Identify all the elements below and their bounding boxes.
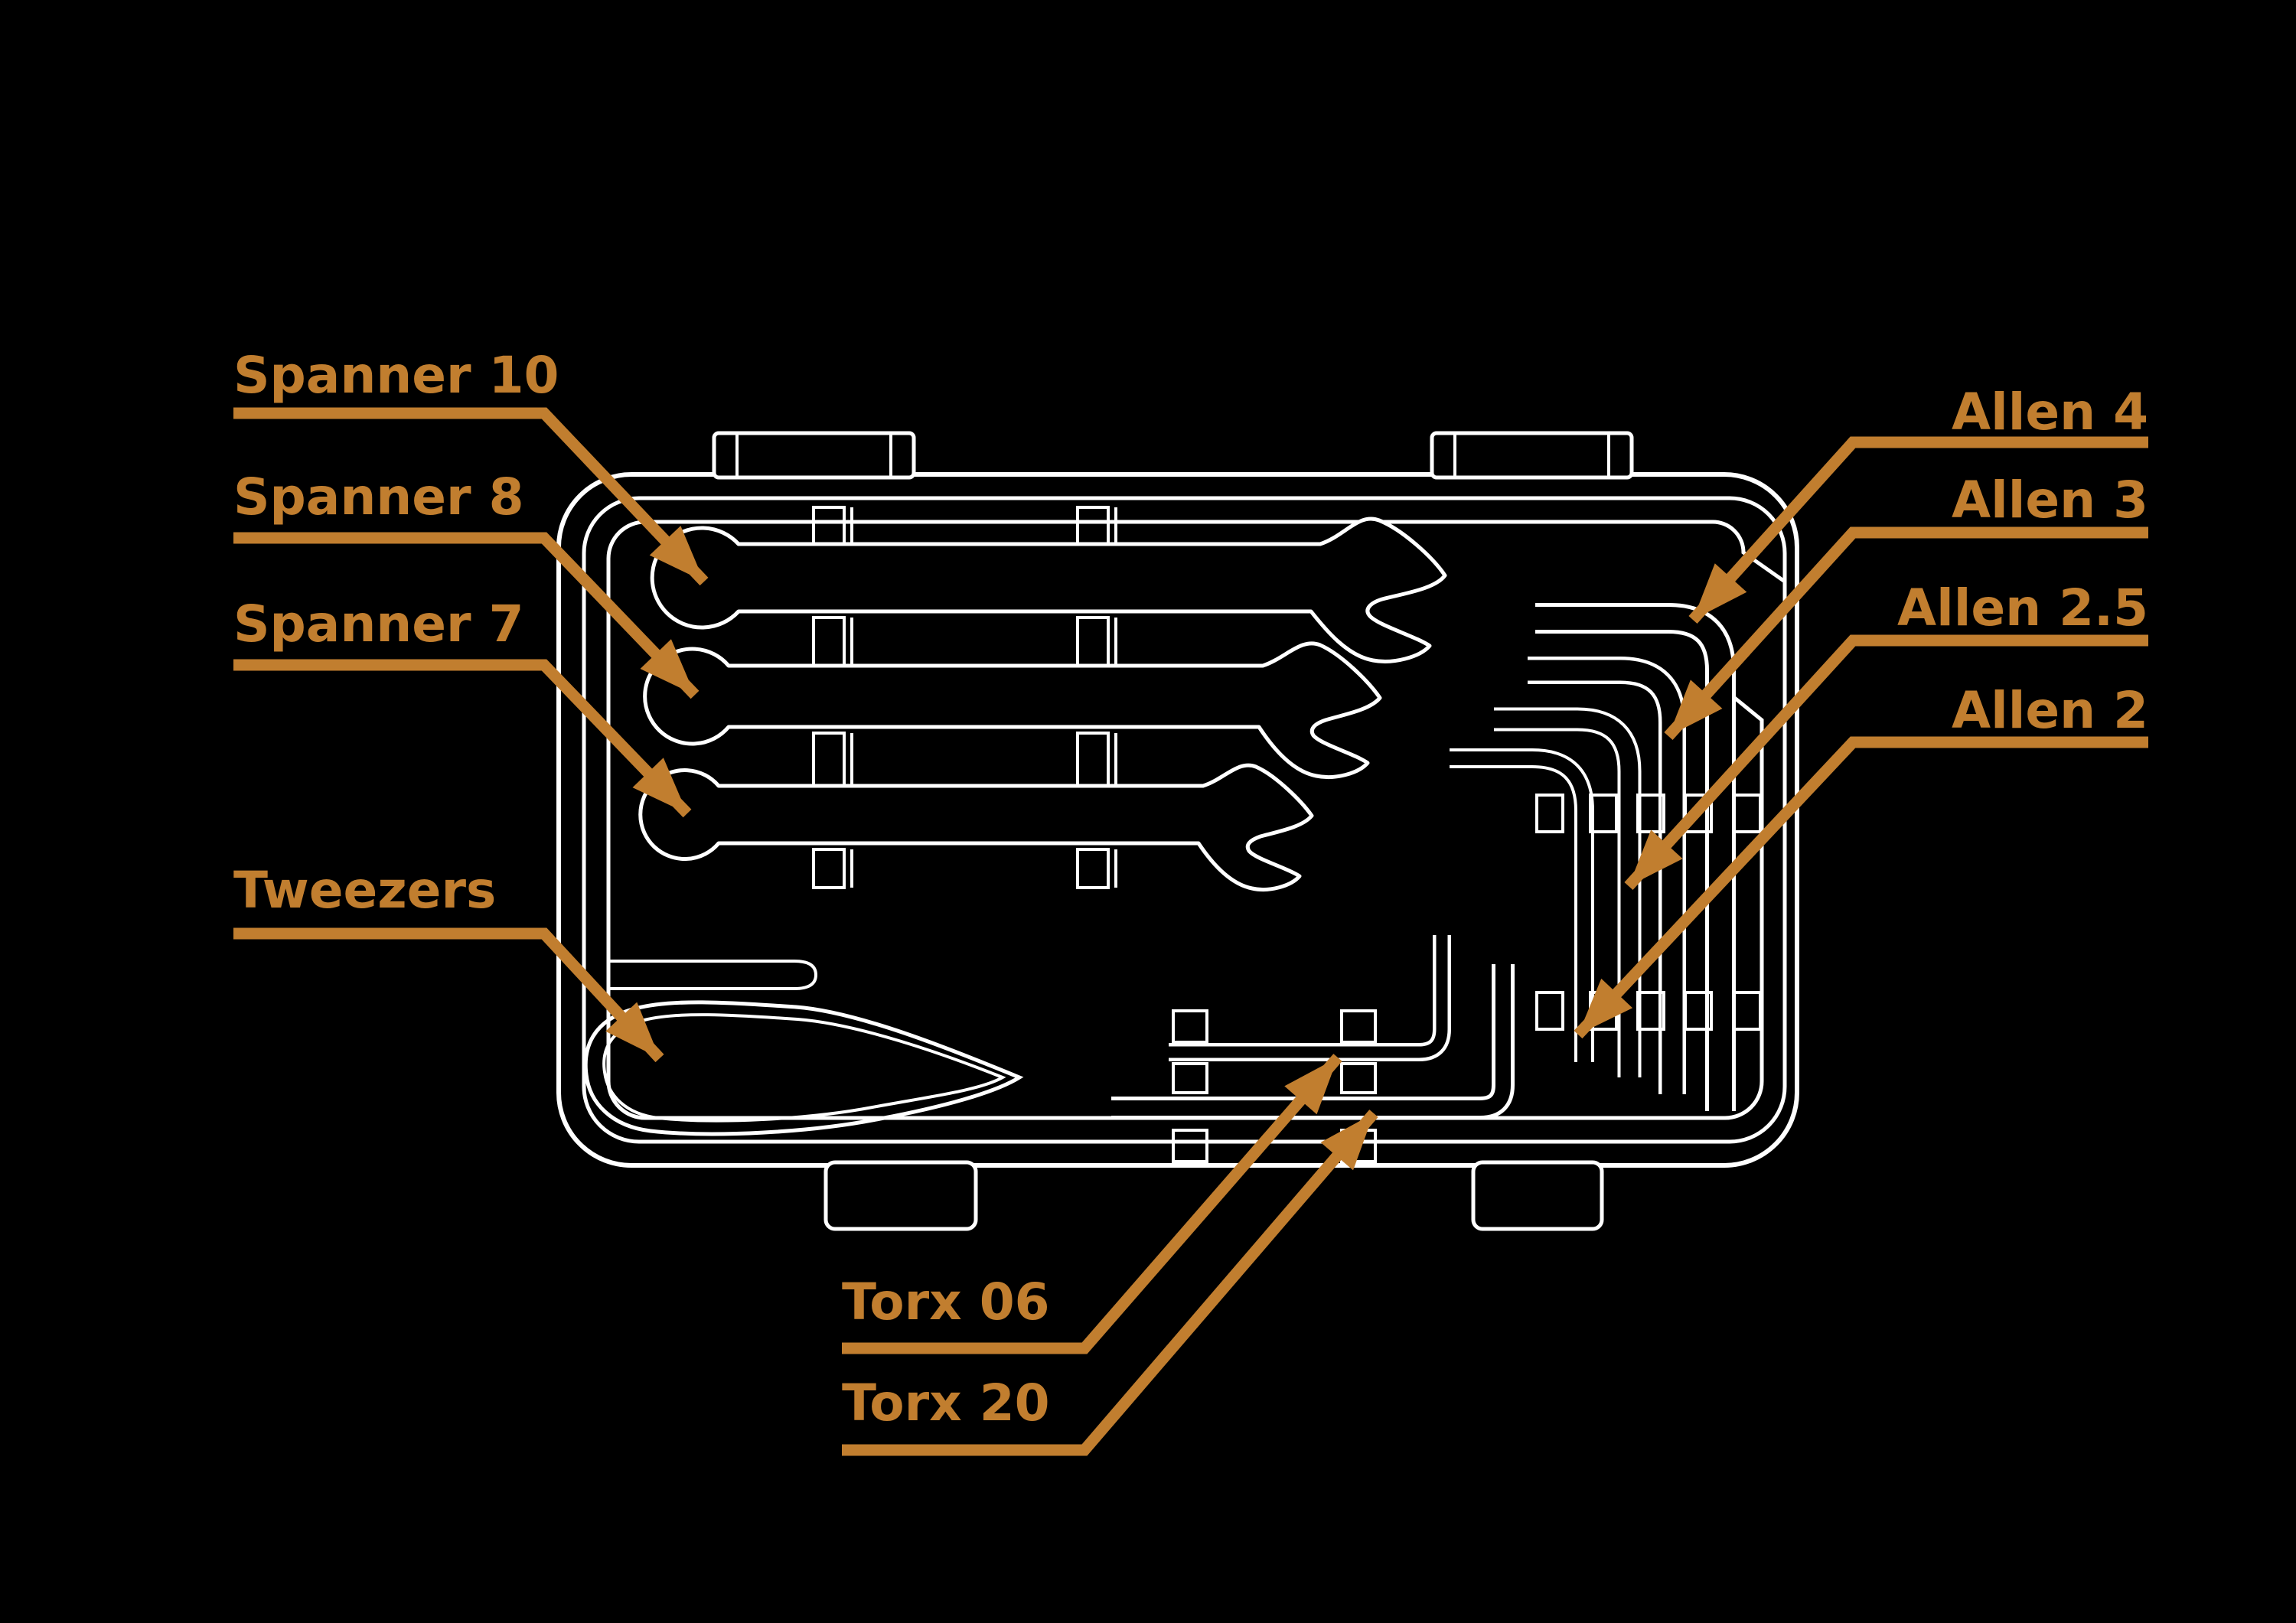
label-spanner-7: Spanner 7 <box>233 595 524 653</box>
callout-leader-allen-3 <box>1664 526 2148 741</box>
bottom-tab-right <box>1471 1160 1604 1231</box>
label-allen-2: Allen 2 <box>1952 681 2148 740</box>
case-inner-tray-outline <box>606 520 1786 1120</box>
tool-case <box>556 431 1799 1231</box>
callout-spanner-8: Spanner 8 <box>233 468 700 699</box>
torx-keys <box>1111 935 1515 1119</box>
allen-4-tool <box>1535 603 1736 1111</box>
tray-shelf <box>608 960 818 990</box>
callout-leader-allen-2-5 <box>1624 634 2148 891</box>
allen-2-tool <box>1450 748 1594 1062</box>
arrowhead-icon <box>1668 680 1723 736</box>
callout-leader-allen-4 <box>1688 436 2148 624</box>
top-tab-left <box>712 431 916 480</box>
callout-tweezers: Tweezers <box>233 861 664 1063</box>
label-spanner-8: Spanner 8 <box>233 468 524 526</box>
spanner-7-tool <box>638 763 1314 891</box>
callout-leader-allen-2 <box>1574 736 2148 1039</box>
arrowhead-icon <box>1320 1113 1374 1171</box>
spanner-10-tool <box>650 517 1447 663</box>
arrowhead-icon <box>649 526 704 582</box>
arrowhead-icon <box>640 639 695 695</box>
torx-20-tool <box>1111 964 1515 1119</box>
callout-spanner-7: Spanner 7 <box>233 595 692 818</box>
callout-leader-torx-20 <box>842 1110 1378 1456</box>
callout-leader-tweezers <box>233 927 664 1063</box>
spanner-clip-column-b <box>1076 506 1117 889</box>
allen-clip-row-top <box>1535 794 1762 833</box>
arrowhead-icon <box>605 1002 660 1058</box>
allen-2-5-tool <box>1494 707 1642 1077</box>
label-torx-20: Torx 20 <box>842 1374 1050 1432</box>
callout-leader-torx-06 <box>842 1054 1342 1354</box>
label-torx-06: Torx 06 <box>842 1273 1050 1331</box>
spanner-8-tool <box>643 641 1382 779</box>
bottom-tab-left <box>823 1160 978 1231</box>
callout-torx-20: Torx 20 <box>842 1110 1378 1456</box>
label-allen-4: Allen 4 <box>1952 383 2148 442</box>
spanner-clip-column-a <box>812 506 853 889</box>
arrowhead-icon <box>1578 978 1633 1035</box>
callout-allen-2: Allen 2 <box>1574 681 2148 1039</box>
arrowhead-icon <box>1693 563 1747 620</box>
arrowhead-icon <box>1629 829 1683 886</box>
label-allen-3: Allen 3 <box>1952 471 2148 530</box>
callout-leader-spanner-10 <box>233 407 709 586</box>
callout-allen-2-5: Allen 2.5 <box>1624 578 2148 891</box>
arrowhead-icon <box>1284 1058 1338 1115</box>
allen-keys <box>1450 603 1736 1111</box>
case-outer-outline <box>556 472 1799 1168</box>
callout-leader-spanner-7 <box>233 659 692 818</box>
arrowhead-icon <box>632 758 687 813</box>
callout-allen-4: Allen 4 <box>1688 383 2148 624</box>
torx-06-tool <box>1169 935 1451 1061</box>
callout-allen-3: Allen 3 <box>1664 471 2148 741</box>
callout-spanner-10: Spanner 10 <box>233 346 709 586</box>
callout-leader-spanner-8 <box>233 532 700 699</box>
label-spanner-10: Spanner 10 <box>233 346 559 405</box>
tweezers-tool <box>583 1000 1024 1136</box>
label-allen-2-5: Allen 2.5 <box>1897 578 2148 637</box>
callouts-layer: Spanner 10 Spanner 8 Spanner 7 Tweezers Alle… <box>233 346 2148 1456</box>
allen-3-tool <box>1528 657 1686 1094</box>
callout-torx-06: Torx 06 <box>842 1054 1342 1354</box>
top-tab-right <box>1430 431 1634 480</box>
label-tweezers: Tweezers <box>233 861 496 920</box>
